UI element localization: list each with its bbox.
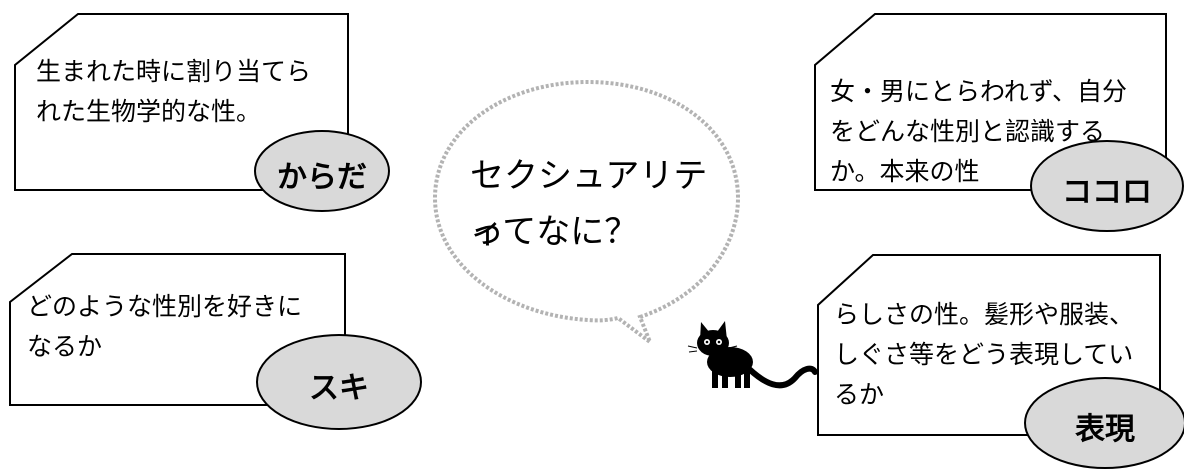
card-body-description: 生まれた時に割り当てら れた生物学的な性。 bbox=[36, 57, 312, 126]
label-body-ellipse bbox=[254, 130, 390, 212]
label-mind-ellipse bbox=[1030, 140, 1184, 232]
black-cat-icon bbox=[687, 321, 818, 389]
label-expression-ellipse bbox=[1024, 377, 1184, 469]
card-expression-description: らしさの性。髪形や服装、 しぐさ等をどう表現してい るか bbox=[834, 300, 1135, 409]
center-title-line1: セクシュアリティ bbox=[470, 156, 708, 252]
center-title-line2: ってなに？ bbox=[470, 212, 639, 252]
label-attraction: スキ bbox=[309, 371, 369, 406]
label-expression: 表現 bbox=[1075, 412, 1135, 447]
label-body: からだ bbox=[277, 160, 367, 195]
card-attraction-description: どのような性別を好きに なるか bbox=[27, 292, 303, 361]
card-body-box bbox=[14, 13, 349, 191]
card-mind-description: 女・男にとらわれず、自分 をどんな性別と認識する か。本来の性 bbox=[830, 77, 1128, 186]
label-mind: ココロ bbox=[1062, 175, 1152, 210]
label-attraction-ellipse bbox=[256, 334, 422, 430]
center-speech-bubble bbox=[432, 79, 741, 348]
